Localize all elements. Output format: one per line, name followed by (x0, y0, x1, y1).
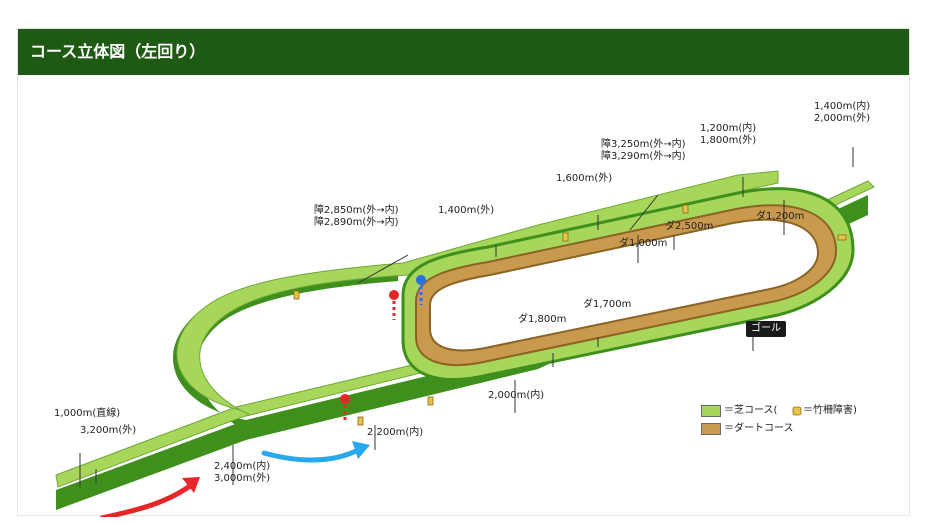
label-3200-out: 3,200m(外) (80, 425, 137, 436)
label-dirt-1200: ダ1,200m (756, 211, 805, 222)
hurdle-marker (682, 204, 689, 214)
legend-hurdle-label: ＝竹柵障害) (803, 405, 857, 416)
label-2400-3000: 2,400m(内) 3,000m(外) (214, 461, 271, 484)
leader-lines (79, 147, 854, 487)
label-hurdle-2850: 障2,850m(外→内) 障2,890m(外→内) (314, 205, 399, 228)
label-dirt-1800: ダ1,800m (518, 314, 567, 325)
legend-turf-label: ＝芝コース( (724, 405, 778, 416)
course-panel: コース立体図（左回り） (17, 28, 910, 517)
blue-arrow-head (352, 441, 370, 459)
hurdle-marker (427, 396, 434, 406)
label-dirt-1000: ダ1,000m (619, 238, 668, 249)
hurdle-marker (837, 234, 847, 241)
goal-badge: ゴール (746, 321, 786, 337)
hurdle-markers (293, 204, 847, 426)
hurdle-marker (562, 232, 569, 242)
legend-dirt-swatch (701, 423, 721, 435)
start-pole-blue (416, 275, 426, 285)
label-2200-in: 2,200m(内) (367, 427, 424, 438)
start-poles (340, 275, 426, 421)
label-1600: 1,600m(外) (556, 173, 613, 184)
blue-direction-arrow (261, 446, 363, 463)
legend-dirt-label: ＝ダートコース (724, 423, 794, 434)
dirt-course (415, 204, 838, 366)
page-title: コース立体図（左回り） (18, 29, 909, 75)
course-3d-diagram (55, 147, 875, 517)
red-arrow-head (182, 477, 200, 493)
legend: ＝芝コース( ＝竹柵障害) ＝ダートコース (701, 405, 891, 445)
hurdle-icon (792, 406, 802, 416)
course-diagram-area: 1,400m(内) 2,000m(外) 1,200m(内) 1,800m(外) … (18, 75, 909, 517)
label-1200-1800: 1,200m(内) 1,800m(外) (700, 123, 757, 146)
start-pole-red (389, 290, 399, 300)
start-pole-red-2 (340, 394, 350, 404)
legend-turf-swatch (701, 405, 721, 417)
label-2000-in: 2,000m(内) (488, 390, 545, 401)
hurdle-marker (357, 416, 364, 426)
label-1400-2000: 1,400m(内) 2,000m(外) (814, 101, 871, 124)
label-1400-out: 1,400m(外) (438, 205, 495, 216)
label-dirt-1700: ダ1,700m (583, 299, 632, 310)
label-hurdle-3250: 障3,250m(外→内) 障3,290m(外→内) (601, 139, 686, 162)
red-direction-arrow (99, 480, 197, 517)
label-dirt-2500: ダ2,500m (665, 221, 714, 232)
hurdle-marker (293, 290, 300, 300)
label-1000-straight: 1,000m(直線) (54, 408, 121, 419)
